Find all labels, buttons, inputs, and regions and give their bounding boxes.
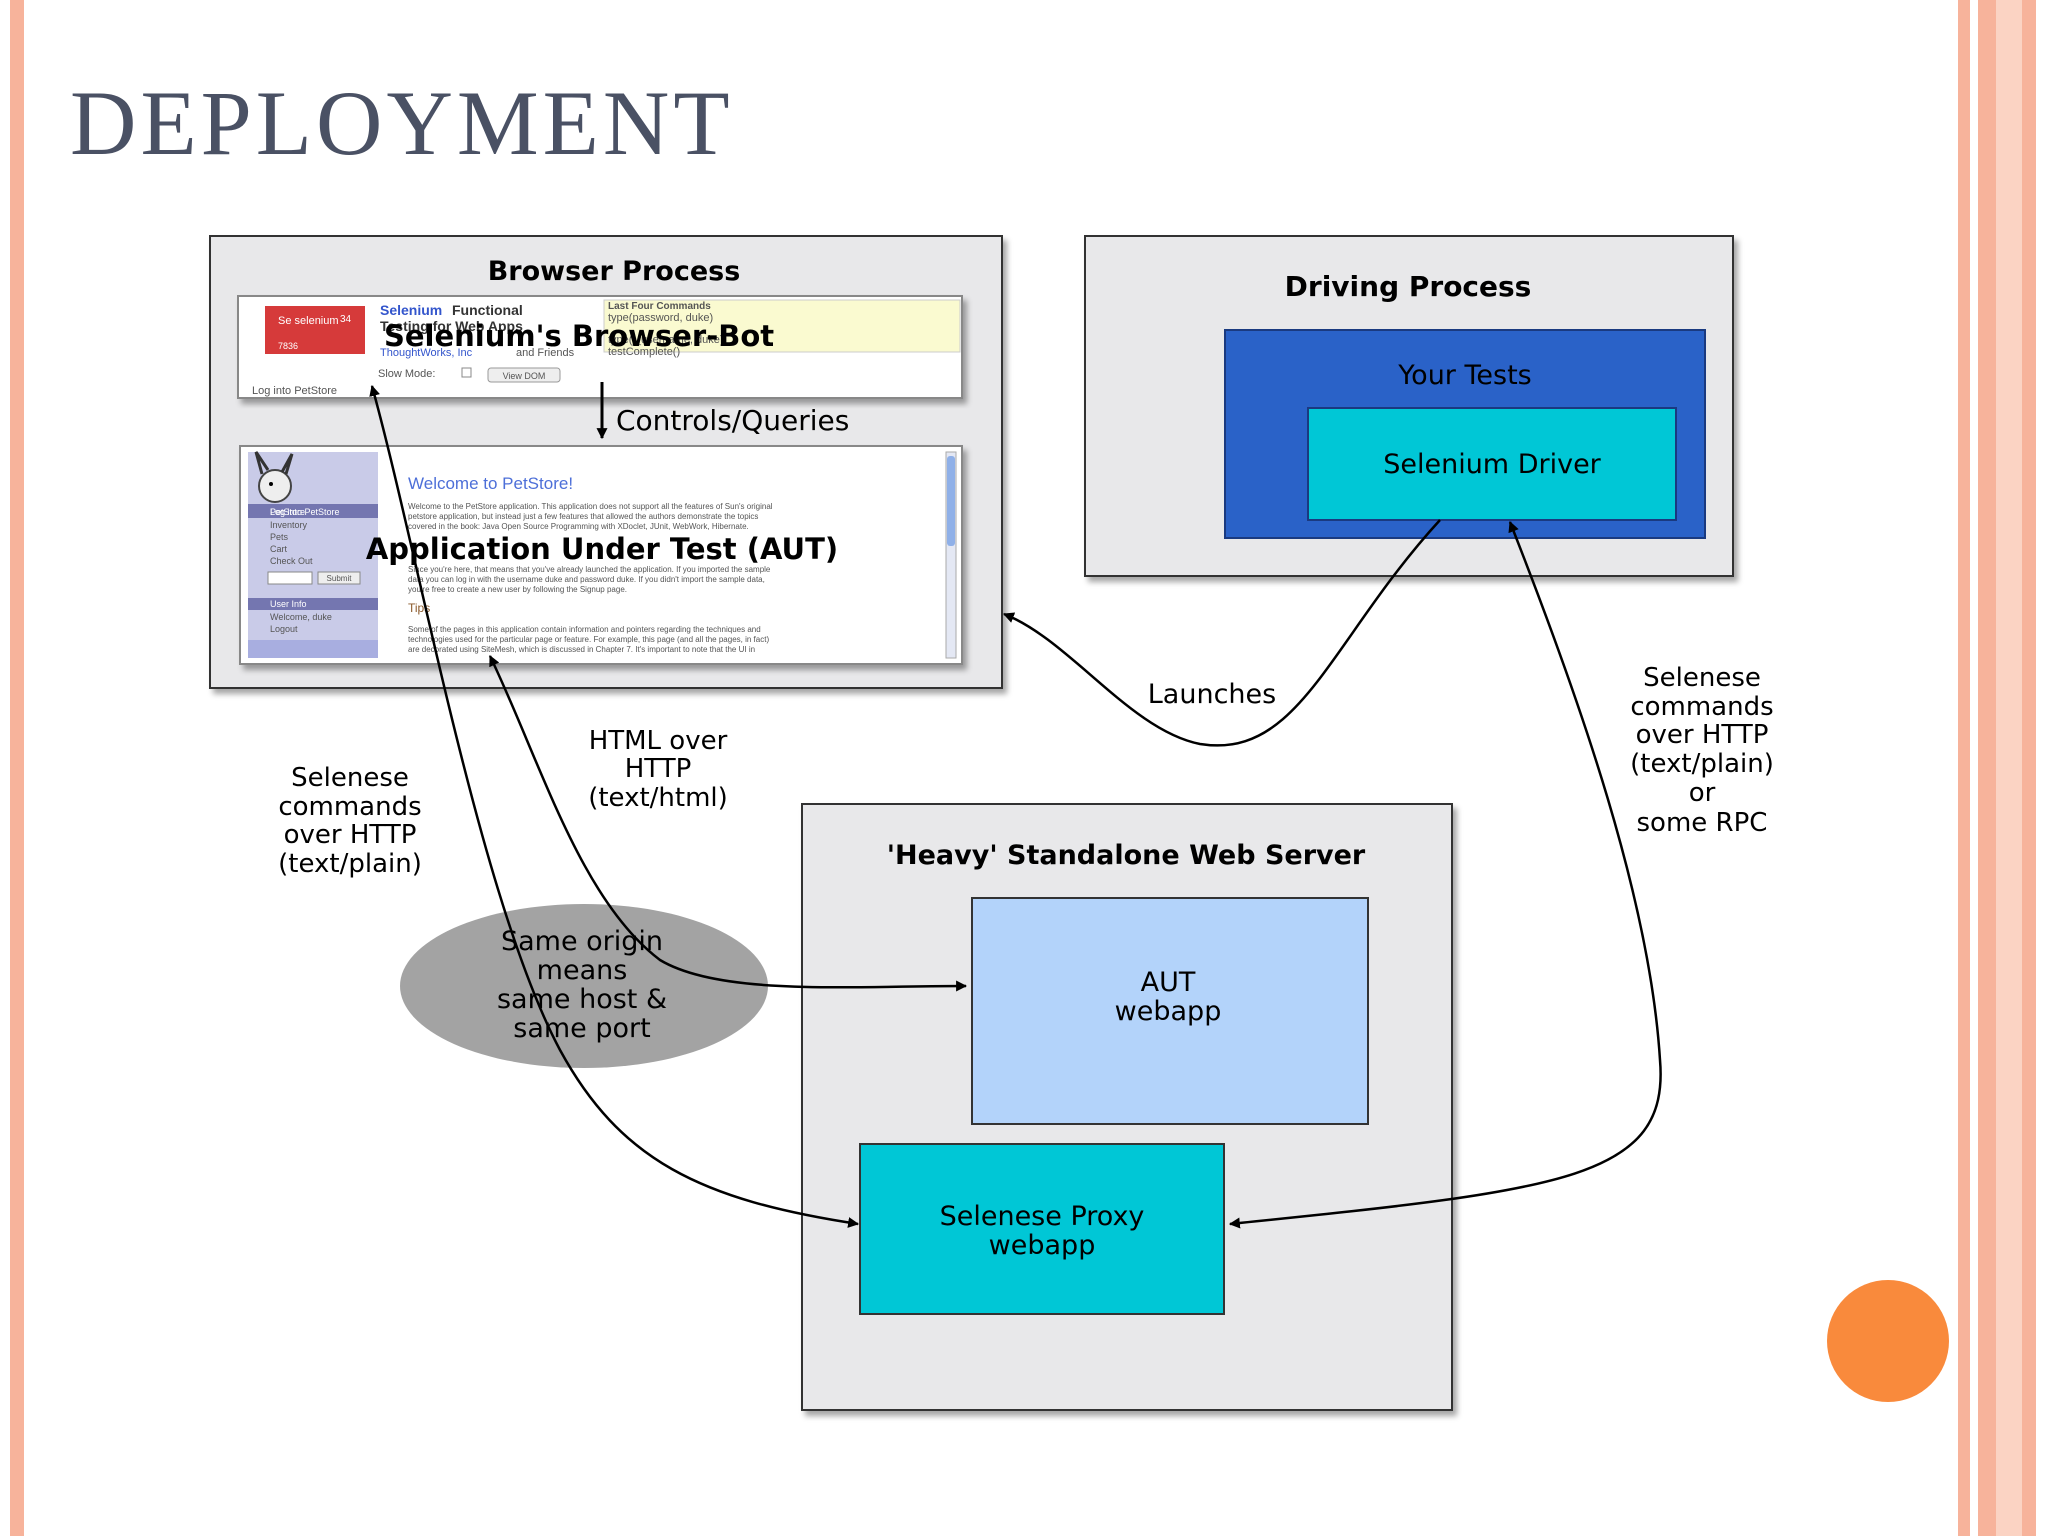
html-label-1: HTML over [589, 726, 728, 756]
selenium-driver-box [1307, 407, 1677, 521]
aut-submit-label: Submit [327, 574, 353, 583]
aut-nav-3: Cart [270, 544, 288, 554]
command-1: type(password, duke) [608, 312, 713, 324]
launches-label: Launches [1148, 679, 1276, 710]
aut-para-4: Since you're here, that means that you'v… [408, 565, 771, 574]
left-stripe [10, 0, 24, 1536]
aut-para-1: Welcome to the PetStore application. Thi… [408, 502, 773, 511]
command-2: type(j_username, duke) [608, 334, 724, 346]
aut-user-info: User Info [270, 599, 307, 609]
bot-heading-rest: Functional [452, 302, 523, 318]
aut-para-9: are decorated using SiteMesh, which is d… [408, 645, 755, 654]
right-label-5: or [1689, 778, 1716, 808]
logo-text: Se selenium [278, 315, 339, 327]
bot-subheading: Testing for Web Apps [380, 318, 523, 334]
aut-para-6: you're free to create a new user by foll… [408, 585, 627, 594]
browser-bot-thumbnail: Se selenium 34 7836 Selenium Functional … [237, 295, 963, 399]
aut-nav-4: Check Out [270, 556, 313, 566]
aut-nav-2: Pets [270, 532, 289, 542]
bot-heading-link: Selenium [380, 302, 442, 318]
origin-line4: same port [513, 1013, 650, 1044]
left-label-4: (text/plain) [278, 849, 422, 879]
browser-bot-label: Selenium's Browser-Bot [384, 319, 774, 353]
browser-process-title: Browser Process [488, 256, 741, 287]
your-tests-label: Your Tests [1397, 360, 1531, 391]
log-into-petstore: Log into PetStore [252, 385, 337, 397]
aut-para-2: petstore application, but instead just a… [408, 512, 758, 521]
last-commands-title: Last Four Commands [608, 301, 711, 312]
controls-label: Controls/Queries [616, 404, 849, 437]
aut-nav-1: Inventory [270, 520, 308, 530]
selenese-left-arrow [369, 384, 860, 1228]
right-label-3: over HTTP [1636, 720, 1769, 750]
left-label-1: Selenese [291, 763, 409, 793]
left-label-2: commands [278, 792, 421, 822]
aut-thumbnail: Log into PetStore PetStore Inventory Pet… [239, 445, 963, 665]
aut-welcome-user: Welcome, duke [270, 612, 332, 622]
command-3: testComplete() [608, 346, 680, 358]
right-label-2: commands [1630, 692, 1773, 722]
slide-title: DEPLOYMENT [70, 72, 734, 174]
selenium-driver-label: Selenium Driver [1383, 449, 1601, 480]
aut-welcome: Welcome to PetStore! [408, 474, 573, 493]
slow-mode-checkbox[interactable] [461, 367, 472, 378]
view-dom-button[interactable] [487, 367, 561, 383]
slow-mode-label: Slow Mode: [378, 368, 435, 380]
proxy-webapp-line1: Selenese Proxy [940, 1201, 1145, 1232]
bot-author-link: ThoughtWorks, Inc [380, 347, 473, 359]
selenese-right-arrow [1228, 520, 1662, 1229]
right-stripe-light [1996, 0, 2022, 1536]
driving-process-title: Driving Process [1285, 270, 1532, 303]
proxy-webapp-line2: webapp [989, 1230, 1096, 1261]
web-server-title: 'Heavy' Standalone Web Server [887, 840, 1366, 871]
logo-code: 7836 [278, 341, 298, 351]
aut-para-8: technologies used for the particular pag… [408, 635, 769, 644]
aut-para-7: Some of the pages in this application co… [408, 625, 761, 634]
logo-num: 34 [340, 314, 352, 325]
accent-circle [1827, 1280, 1949, 1402]
last-commands-panel [603, 299, 961, 353]
proxy-webapp-box [859, 1143, 1225, 1315]
html-label-3: (text/html) [588, 783, 728, 813]
aut-nav-title: Log into PetStore [270, 507, 340, 517]
aut-search-input[interactable] [267, 571, 313, 585]
web-server-box: 'Heavy' Standalone Web Server AUT webapp… [801, 803, 1453, 1411]
aut-submit-button[interactable] [317, 571, 361, 585]
left-label-3: over HTTP [284, 820, 417, 850]
aut-label: Application Under Test (AUT) [366, 532, 838, 566]
aut-webapp-line1: AUT [1141, 967, 1196, 998]
origin-line2: means [537, 955, 628, 986]
aut-nav-title-text: PetStore [270, 507, 305, 517]
right-label-4: (text/plain) [1630, 749, 1774, 779]
view-dom-label: View DOM [503, 371, 546, 381]
right-label-6: some RPC [1637, 808, 1768, 838]
aut-webapp-line2: webapp [1115, 996, 1222, 1027]
right-stripe-outer [1958, 0, 1970, 1536]
same-origin-note: Same origin means same host & same port [400, 904, 768, 1068]
right-label-1: Selenese [1643, 663, 1761, 693]
aut-para-3: covered in the book: Java Open Source Pr… [408, 522, 749, 531]
bot-author-rest: and Friends [516, 347, 575, 359]
html-label-2: HTTP [625, 754, 692, 784]
browser-process-box: Browser Process Se selenium 34 7836 Sele… [209, 235, 1003, 689]
aut-para-5: data you can log in with the username du… [408, 575, 765, 584]
origin-line3: same host & [497, 984, 667, 1015]
driving-process-box: Driving Process Your Tests Selenium Driv… [1084, 235, 1734, 577]
rabbit-icon [254, 451, 294, 503]
aut-logout: Logout [270, 624, 298, 634]
selenium-logo [265, 306, 365, 354]
